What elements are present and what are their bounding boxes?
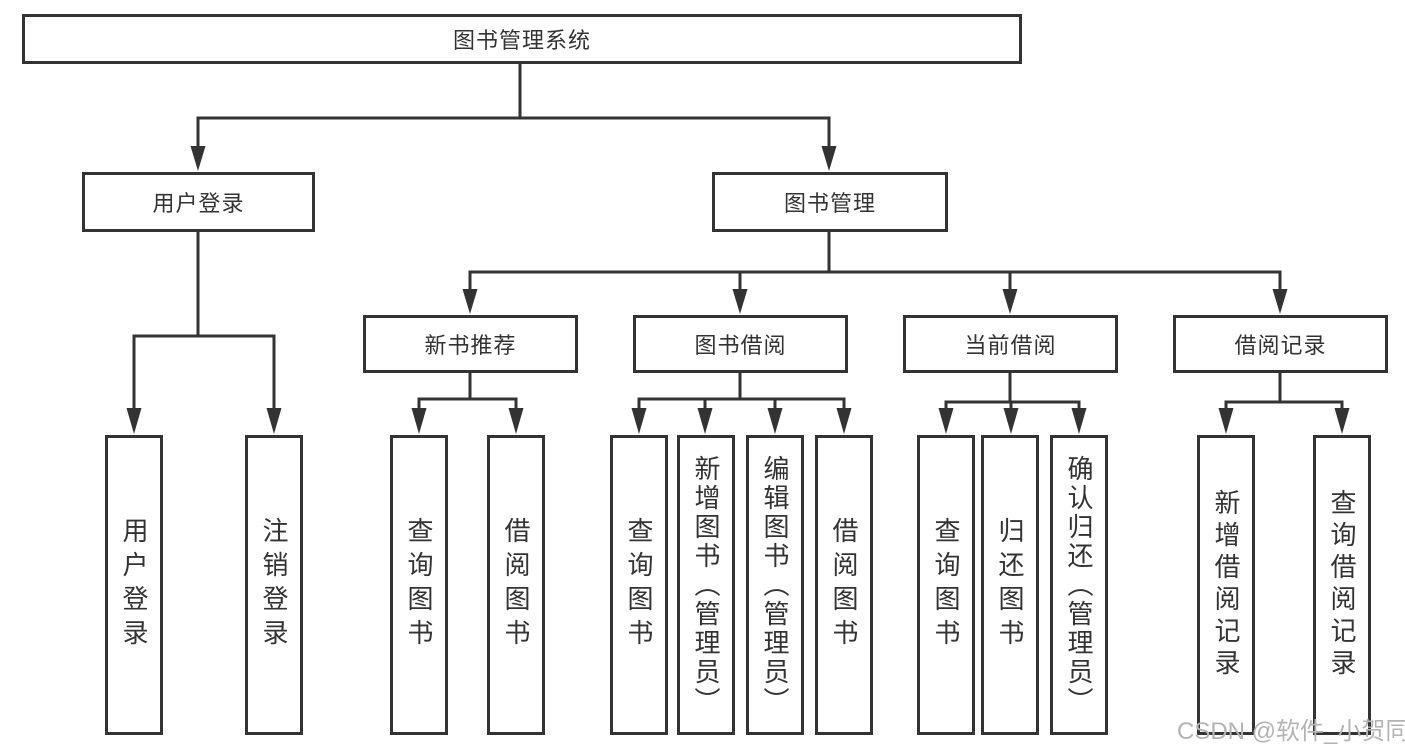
node-book-management-label: 图书管理	[783, 191, 876, 216]
leaf-logout-label: 注销登录	[259, 517, 289, 653]
leaf-user-login: 用户登录	[105, 435, 163, 735]
leaf-query-borrow-record-label: 查询借阅记录	[1327, 489, 1357, 681]
leaf-query-books-current: 查询图书	[917, 435, 975, 735]
node-current-borrowing-label: 当前借阅	[964, 333, 1057, 358]
node-book-management: 图书管理	[712, 172, 948, 232]
leaf-add-borrow-record: 新增借阅记录	[1197, 435, 1255, 735]
leaf-borrow-books-recommend: 借阅图书	[487, 435, 545, 735]
node-borrowing-records-label: 借阅记录	[1234, 333, 1327, 358]
node-book-borrowing: 图书借阅	[633, 315, 848, 373]
leaf-add-books-admin-label: 新增图书（管理员）	[691, 454, 721, 716]
leaf-query-borrow-record: 查询借阅记录	[1313, 435, 1371, 735]
leaf-add-borrow-record-label: 新增借阅记录	[1211, 489, 1241, 681]
leaf-confirm-return-admin: 确认归还（管理员）	[1050, 435, 1108, 735]
node-user-login-label: 用户登录	[152, 191, 245, 216]
leaf-query-books-recommend-label: 查询图书	[404, 517, 434, 653]
leaf-return-books-label: 归还图书	[995, 517, 1025, 653]
leaf-user-login-label: 用户登录	[119, 517, 149, 653]
leaf-edit-books-admin: 编辑图书（管理员）	[746, 435, 804, 735]
node-book-borrowing-label: 图书借阅	[694, 333, 787, 358]
node-library-system: 图书管理系统	[22, 14, 1022, 64]
leaf-query-books-borrowing-label: 查询图书	[624, 517, 654, 653]
leaf-borrow-books-borrowing-label: 借阅图书	[829, 517, 859, 653]
leaf-query-books-borrowing: 查询图书	[610, 435, 668, 735]
leaf-edit-books-admin-label: 编辑图书（管理员）	[760, 454, 790, 716]
node-new-book-recommendation-label: 新书推荐	[424, 333, 517, 358]
node-user-login: 用户登录	[82, 172, 315, 232]
leaf-confirm-return-admin-label: 确认归还（管理员）	[1064, 454, 1094, 716]
leaf-query-books-recommend: 查询图书	[390, 435, 448, 735]
leaf-return-books: 归还图书	[981, 435, 1039, 735]
node-borrowing-records: 借阅记录	[1173, 315, 1388, 373]
leaf-query-books-current-label: 查询图书	[931, 517, 961, 653]
node-library-system-label: 图书管理系统	[452, 28, 591, 53]
leaf-add-books-admin: 新增图书（管理员）	[677, 435, 735, 735]
leaf-logout: 注销登录	[245, 435, 303, 735]
node-new-book-recommendation: 新书推荐	[363, 315, 578, 373]
leaf-borrow-books-borrowing: 借阅图书	[815, 435, 873, 735]
leaf-borrow-books-recommend-label: 借阅图书	[501, 517, 531, 653]
csdn-watermark: CSDN @软件_小贺同学	[1177, 718, 1405, 745]
node-current-borrowing: 当前借阅	[903, 315, 1118, 373]
